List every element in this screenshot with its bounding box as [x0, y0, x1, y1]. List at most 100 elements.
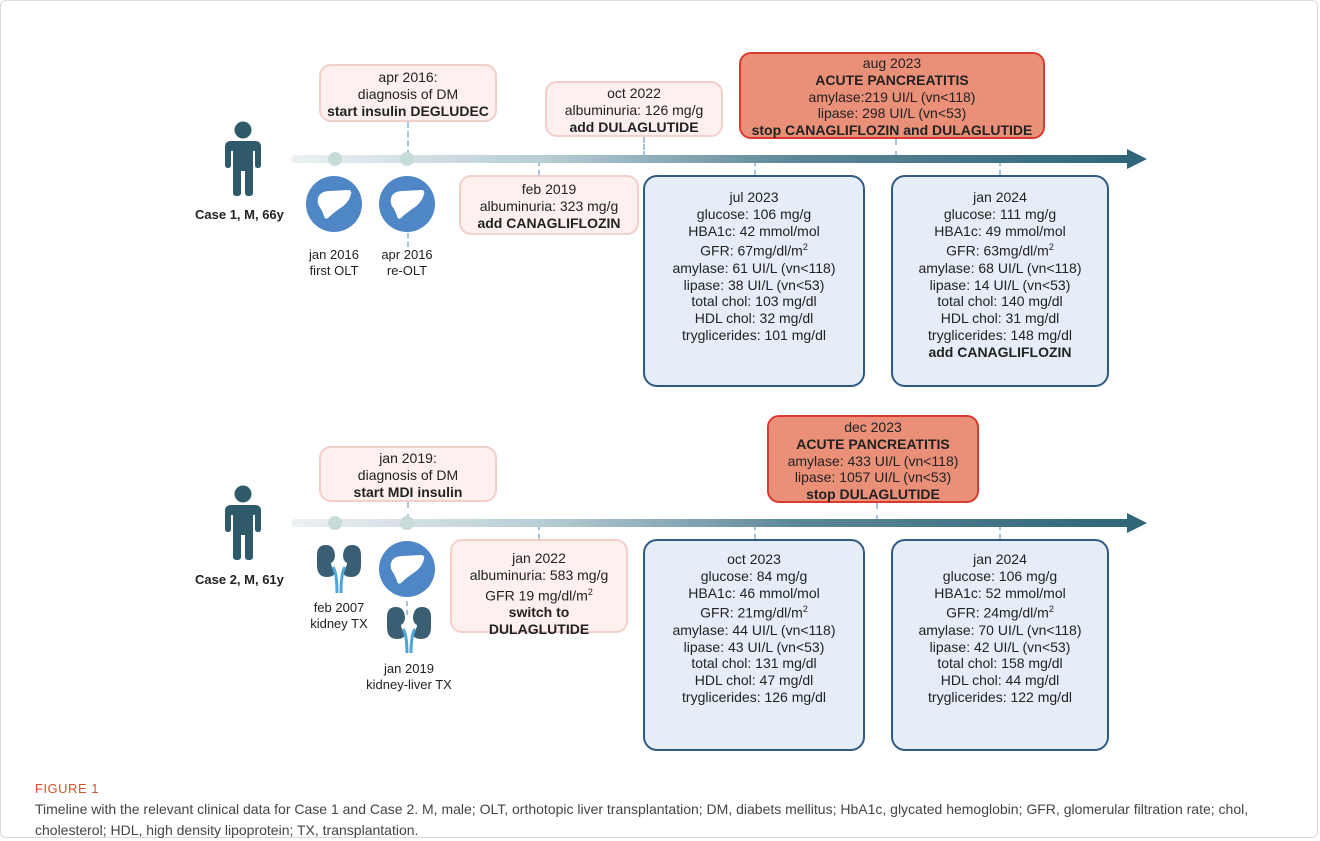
- alert-title: ACUTE PANCREATITIS: [796, 435, 950, 452]
- transplant-label: jan 2016 first OLT: [294, 247, 374, 279]
- lab-lipase: lipase: 14 UI/L (vn<53): [929, 276, 1071, 293]
- lab-glucose: glucose: 106 mg/g: [696, 205, 812, 222]
- event-box-dm-diagnosis: apr 2016: diagnosis of DM start insulin …: [319, 64, 497, 122]
- alert-lab-value: lipase: 298 UI/L (vn<53): [817, 105, 967, 122]
- lab-gfr-value: GFR: 24mg/dl/m: [946, 605, 1049, 622]
- liver-icon: [306, 176, 362, 232]
- transplant-date: jan 2016: [309, 247, 359, 262]
- connector: [754, 525, 756, 539]
- lab-hba1c: HBA1c: 49 mmol/mol: [934, 222, 1066, 239]
- alert-date: dec 2023: [844, 419, 902, 435]
- superscript: 2: [1048, 604, 1054, 615]
- lab-glucose: glucose: 106 mg/g: [942, 567, 1058, 584]
- lab-date: jul 2023: [729, 189, 779, 205]
- timeline-line: [291, 519, 1131, 527]
- timeline-arrow: [1127, 149, 1147, 169]
- transplant-event: re-OLT: [386, 263, 428, 278]
- event-action: start insulin DEGLUDEC: [327, 102, 489, 119]
- lab-date: jan 2024: [973, 551, 1027, 567]
- timeline-marker: [328, 516, 342, 530]
- lab-date: jan 2024: [973, 189, 1027, 205]
- timeline-marker: [400, 152, 414, 166]
- lab-gfr: GFR: 67mg/dl/m2: [645, 239, 863, 259]
- figure-label: FIGURE 1: [35, 781, 99, 796]
- timeline-arrow: [1127, 513, 1147, 533]
- connector: [538, 525, 540, 539]
- lab-gfr-value: GFR: 63mg/dl/m: [946, 243, 1049, 260]
- alert-action: stop CANAGLIFLOZIN and DULAGLUTIDE: [751, 122, 1033, 139]
- lab-total-chol: total chol: 103 mg/dl: [691, 293, 817, 310]
- lab-hba1c: HBA1c: 52 mmol/mol: [934, 584, 1066, 601]
- lab-box-oct-2023: oct 2023 glucose: 84 mg/g HBA1c: 46 mmol…: [643, 539, 865, 751]
- transplant-label: jan 2019 kidney-liver TX: [349, 661, 469, 693]
- superscript: 2: [1048, 242, 1054, 253]
- event-box-jan-2022: jan 2022 albuminuria: 583 mg/g GFR 19 mg…: [450, 539, 628, 637]
- alert-date: aug 2023: [862, 55, 922, 71]
- connector: [999, 161, 1001, 175]
- transplant-date: jan 2019: [384, 661, 434, 676]
- event-text: diagnosis of DM: [357, 85, 459, 102]
- superscript: 2: [802, 242, 808, 253]
- lab-lipase: lipase: 43 UI/L (vn<53): [683, 638, 825, 655]
- event-text: diagnosis of DM: [357, 466, 459, 483]
- event-gfr: GFR 19 mg/dl/m2: [452, 584, 626, 604]
- connector: [895, 139, 897, 157]
- lab-total-chol: total chol: 140 mg/dl: [937, 293, 1063, 310]
- lab-gfr-value: GFR: 21mg/dl/m: [700, 605, 803, 622]
- lab-amylase: amylase: 68 UI/L (vn<118): [918, 259, 1082, 276]
- connector: [407, 502, 409, 520]
- event-action: add DULAGLUTIDE: [569, 118, 699, 135]
- event-action: start MDI insulin: [353, 483, 463, 500]
- liver-icon: [379, 176, 435, 232]
- event-box-dm-diagnosis: jan 2019: diagnosis of DM start MDI insu…: [319, 446, 497, 502]
- lab-hdl-chol: HDL chol: 44 mg/dl: [940, 672, 1060, 689]
- alert-lab-value: amylase:219 UI/L (vn<118): [808, 88, 976, 105]
- lab-amylase: amylase: 70 UI/L (vn<118): [918, 621, 1082, 638]
- lab-hdl-chol: HDL chol: 31 mg/dl: [940, 310, 1060, 327]
- lab-amylase: amylase: 61 UI/L (vn<118): [672, 259, 836, 276]
- lab-hdl-chol: HDL chol: 32 mg/dl: [694, 310, 814, 327]
- transplant-label: feb 2007 kidney TX: [294, 600, 384, 632]
- event-date: jan 2019:: [379, 450, 437, 466]
- lab-box-jan-2024: jan 2024 glucose: 106 mg/g HBA1c: 52 mmo…: [891, 539, 1109, 751]
- superscript: 2: [587, 586, 593, 597]
- event-date: oct 2022: [607, 85, 661, 101]
- lab-lipase: lipase: 38 UI/L (vn<53): [683, 276, 825, 293]
- lab-amylase: amylase: 44 UI/L (vn<118): [672, 621, 836, 638]
- timeline-marker: [328, 152, 342, 166]
- transplant-date: apr 2016: [381, 247, 433, 262]
- connector: [407, 122, 409, 156]
- timeline-line: [291, 155, 1131, 163]
- alert-box-acute-pancreatitis: dec 2023 ACUTE PANCREATITIS amylase: 433…: [767, 415, 979, 503]
- event-gfr-value: GFR 19 mg/dl/m: [485, 587, 588, 604]
- liver-icon: [379, 541, 435, 597]
- event-text: albuminuria: 126 mg/g: [564, 101, 704, 118]
- event-box-feb-2019: feb 2019 albuminuria: 323 mg/g add CANAG…: [459, 175, 639, 235]
- lab-hdl-chol: HDL chol: 47 mg/dl: [694, 672, 814, 689]
- connector: [999, 525, 1001, 539]
- event-text: albuminuria: 323 mg/g: [479, 197, 619, 214]
- lab-gfr: GFR: 63mg/dl/m2: [893, 239, 1107, 259]
- timeline-marker: [400, 516, 414, 530]
- lab-triglycerides: tryglicerides: 101 mg/dl: [682, 327, 826, 344]
- alert-lab-value: lipase: 1057 UI/L (vn<53): [794, 469, 952, 486]
- alert-box-acute-pancreatitis: aug 2023 ACUTE PANCREATITIS amylase:219 …: [739, 52, 1045, 139]
- connector: [754, 161, 756, 175]
- lab-total-chol: total chol: 131 mg/dl: [691, 655, 817, 672]
- event-date: jan 2022: [512, 550, 566, 566]
- event-action: add CANAGLIFLOZIN: [477, 214, 621, 231]
- lab-action: add CANAGLIFLOZIN: [928, 343, 1072, 360]
- lab-date: oct 2023: [727, 551, 781, 567]
- lab-gfr-value: GFR: 67mg/dl/m: [700, 243, 803, 260]
- transplant-event: first OLT: [309, 263, 359, 278]
- person-icon: [225, 121, 261, 196]
- lab-triglycerides: tryglicerides: 122 mg/dl: [928, 689, 1072, 706]
- alert-lab-value: amylase: 433 UI/L (vn<118): [787, 452, 959, 469]
- event-box-oct-2022: oct 2022 albuminuria: 126 mg/g add DULAG…: [545, 81, 723, 137]
- connector: [538, 161, 540, 175]
- case-label: Case 1, M, 66y: [195, 207, 284, 222]
- event-date: feb 2019: [521, 181, 577, 197]
- lab-box-jan-2024: jan 2024 glucose: 111 mg/g HBA1c: 49 mmo…: [891, 175, 1109, 387]
- lab-glucose: glucose: 84 mg/g: [700, 567, 808, 584]
- transplant-event: kidney-liver TX: [366, 677, 452, 692]
